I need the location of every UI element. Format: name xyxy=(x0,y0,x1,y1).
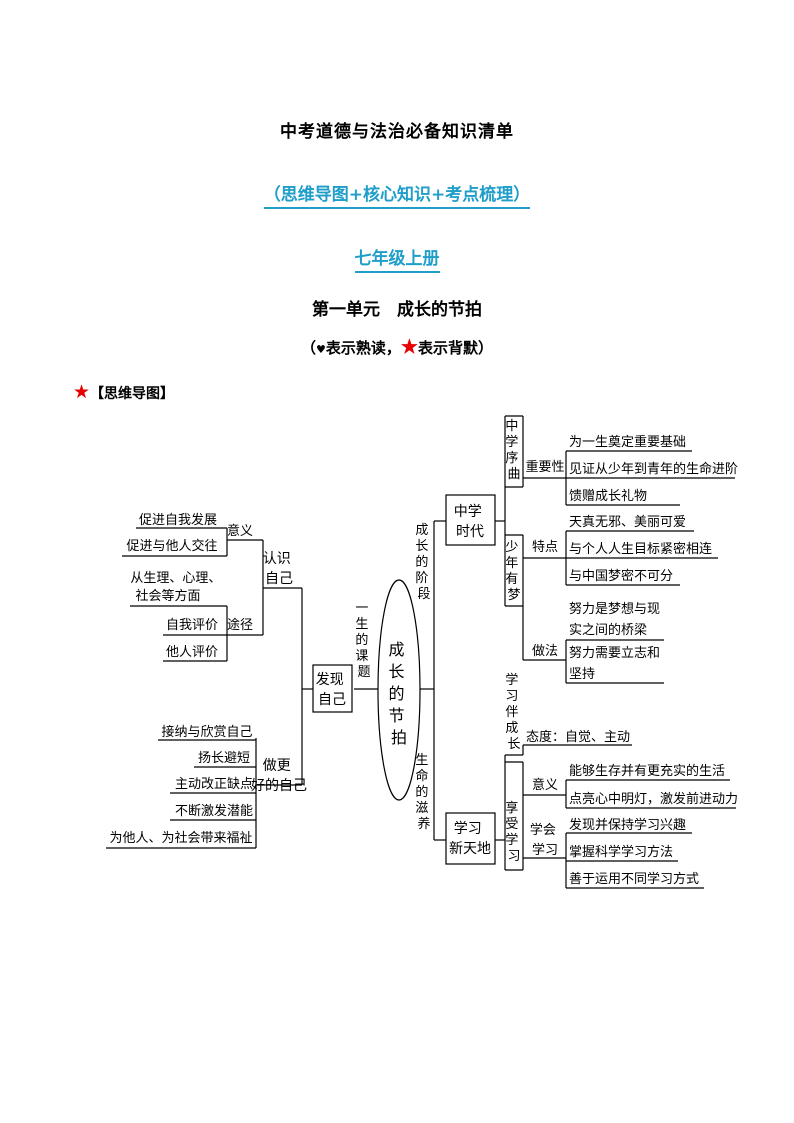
star-icon: ★ xyxy=(73,381,91,403)
item-physio-psych: 从生理、心理、 社会等方面 xyxy=(130,571,225,604)
document-subtitle[interactable]: （思维导图+核心知识+考点梳理） xyxy=(263,180,531,209)
label-youth-dream: 少 年 有 梦 xyxy=(505,540,522,603)
unit-heading: 第一单元 成长的节拍 xyxy=(312,300,482,320)
document-title: 中考道德与法治必备知识清单 xyxy=(280,122,514,142)
item-interact-others: 促进与他人交往 xyxy=(126,538,217,554)
item-self-evaluation: 自我评价 xyxy=(166,618,218,633)
legend-note: （♥表示熟读，★表示背默） xyxy=(301,336,493,358)
item-innocent: 天真无邪、美丽可爱 xyxy=(569,515,686,530)
mindmap-root: 成 长 的 节 拍 xyxy=(388,640,409,747)
label-importance: 重要性 xyxy=(525,459,564,475)
item-life-advance: 见证从少年到青年的生命进阶 xyxy=(569,461,738,477)
item-interest: 发现并保持学习兴趣 xyxy=(569,817,686,833)
item-self-development: 促进自我发展 xyxy=(139,512,217,528)
branch-label-growth-stage: 成 长 的 阶 段 xyxy=(415,523,432,602)
label-overture: 中 学 序 曲 xyxy=(505,419,522,482)
label-meaning-right: 意义 xyxy=(532,777,558,793)
star-icon: ★ xyxy=(400,336,418,358)
item-benefit-others: 为他人、为社会带来福祉 xyxy=(109,830,252,846)
item-method: 掌握科学学习方法 xyxy=(569,844,673,860)
label-meaning-left: 意义 xyxy=(227,523,253,539)
label-learning-grows: 学 习 伴 成 长 xyxy=(505,672,522,752)
branch-label-life-nourish: 生 命 的 滋 养 xyxy=(415,753,432,832)
node-learning-world xyxy=(445,812,496,865)
item-life-goals: 与个人人生目标紧密相连 xyxy=(569,541,712,557)
item-effort-bridge: 努力是梦想与现 实之间的桥梁 xyxy=(569,601,664,638)
label-way: 途径 xyxy=(227,617,253,633)
label-enjoy-learning: 享 受 学 习 xyxy=(505,800,522,864)
svg-text:学习 新天地: 学习 新天地 xyxy=(449,821,491,857)
node-middle-school-era xyxy=(445,494,496,546)
svg-text:发现 自己: 发现 自己 xyxy=(316,672,348,708)
item-effort-persist: 努力需要立志和 坚持 xyxy=(569,646,664,682)
item-correct-faults: 主动改正缺点 xyxy=(175,777,253,792)
item-ways: 善于运用不同学习方式 xyxy=(569,871,699,887)
item-stimulate-potential: 不断激发潜能 xyxy=(175,803,253,819)
item-fuller-life: 能够生存并有更充实的生活 xyxy=(569,763,725,779)
item-foundation: 为一生奠定重要基础 xyxy=(569,434,686,450)
item-others-evaluation: 他人评价 xyxy=(166,645,218,660)
mindmap-heading: ★【思维导图】 xyxy=(73,381,175,403)
item-china-dream: 与中国梦密不可分 xyxy=(569,568,673,584)
item-strengths: 扬长避短 xyxy=(198,751,250,766)
label-better-self: 做更 好的自己 xyxy=(251,758,307,794)
label-features: 特点 xyxy=(532,540,558,555)
item-growth-gift: 馈赠成长礼物 xyxy=(569,488,647,504)
svg-text:中学 时代: 中学 时代 xyxy=(454,504,486,540)
label-learn-to-learn: 学会 学习 xyxy=(530,822,560,858)
branch-label-lifelong-topic: 一 生 的 课 题 xyxy=(355,601,372,680)
label-methods: 做法 xyxy=(532,644,558,659)
label-know-self: 认识 自己 xyxy=(263,551,295,587)
heart-icon: ♥ xyxy=(316,343,326,356)
item-attitude: 态度：自觉、主动 xyxy=(526,729,630,745)
item-inspire: 点亮心中明灯，激发前进动力 xyxy=(569,791,738,807)
item-accept-self: 接纳与欣赏自己 xyxy=(161,724,252,740)
grade-heading[interactable]: 七年级上册 xyxy=(354,244,440,273)
mindmap-root-ellipse xyxy=(377,579,421,801)
